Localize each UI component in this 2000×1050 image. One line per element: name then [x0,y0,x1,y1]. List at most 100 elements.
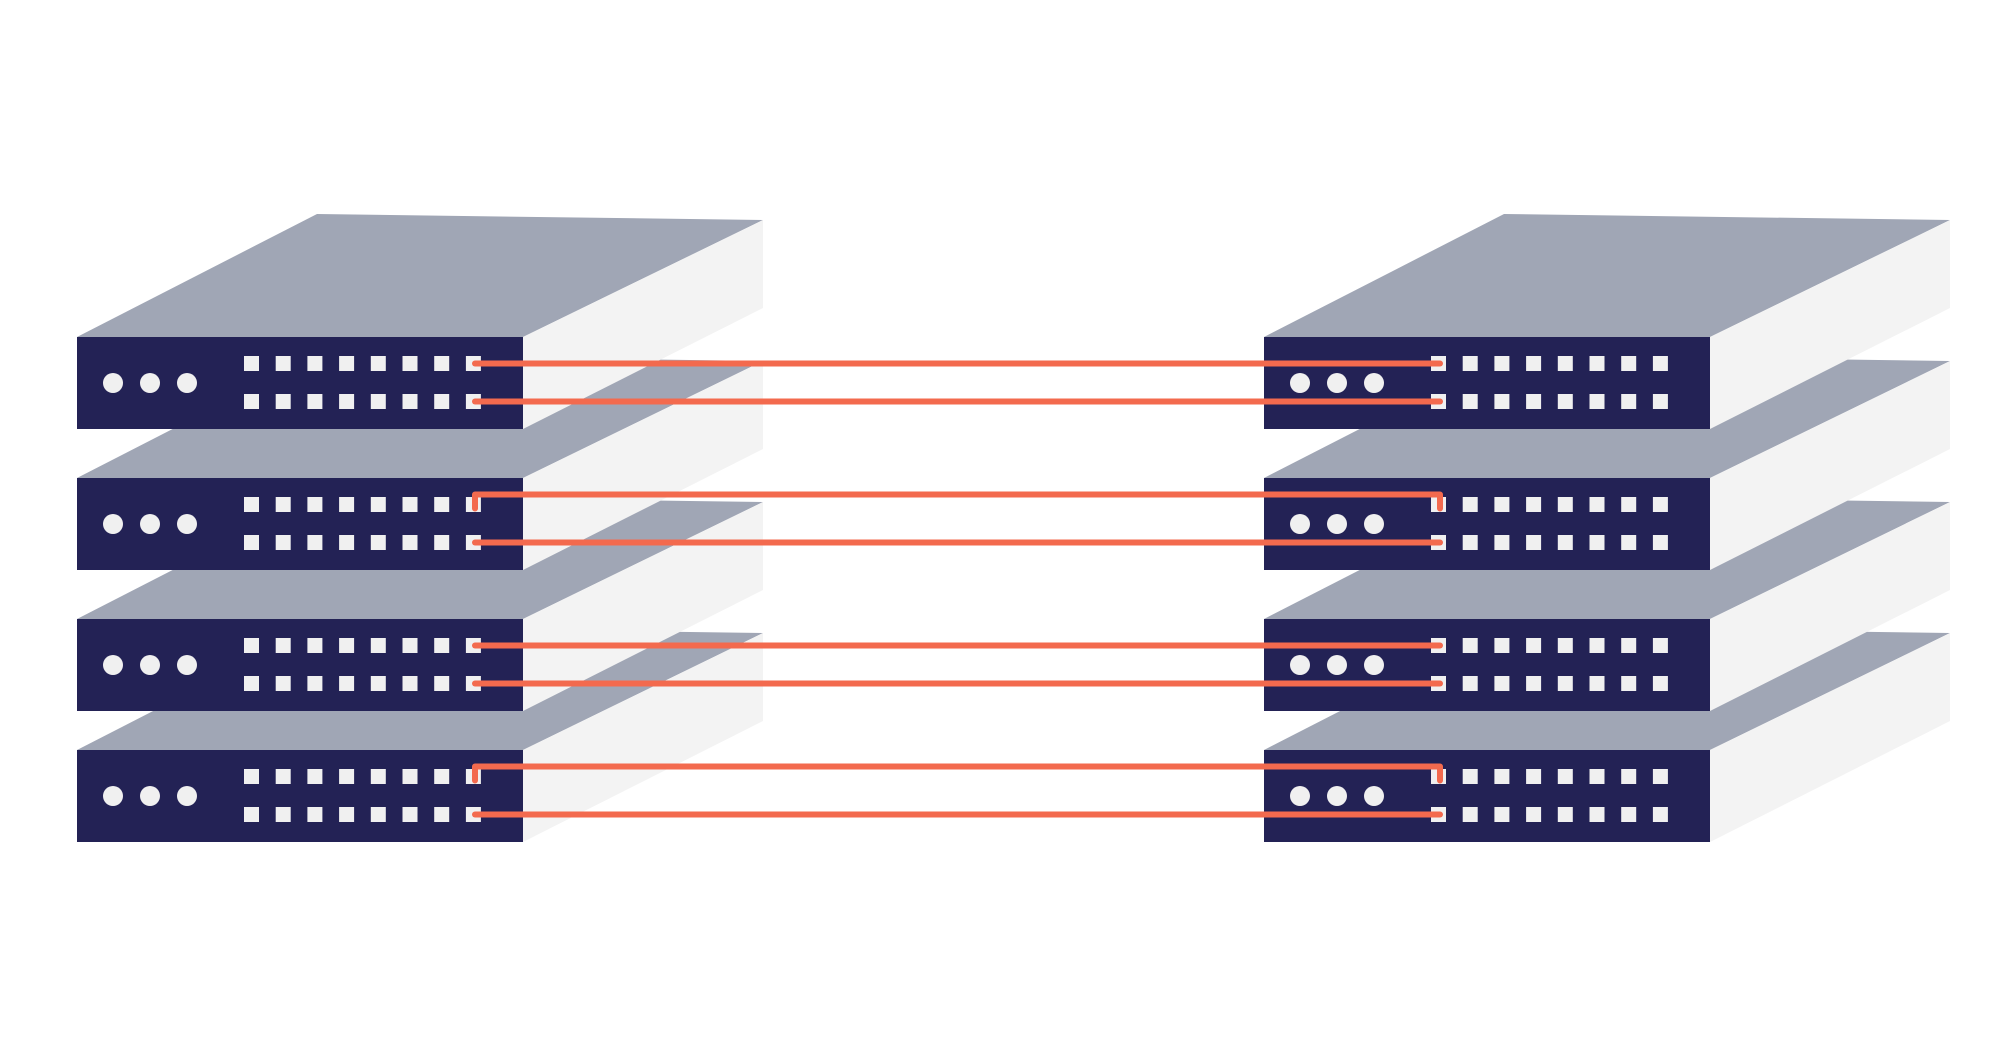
network-port-icon [1557,356,1573,371]
servers-layer [77,214,1950,842]
network-port-icon [370,638,386,653]
network-port-icon [402,394,418,409]
network-port-icon [370,497,386,512]
network-port-icon [402,356,418,371]
network-port-icon [275,769,291,784]
network-port-icon [1462,497,1478,512]
network-port-icon [244,676,259,691]
network-port-icon [1494,676,1510,691]
server-side-face [523,361,763,570]
status-led-icon [103,373,123,393]
status-led-icon [103,514,123,534]
network-port-icon [1652,807,1668,822]
network-port-icon [434,394,450,409]
status-led-icon [1364,786,1384,806]
network-port-icon [1621,807,1637,822]
network-port-icon [1494,638,1510,653]
network-port-icon [1589,676,1605,691]
status-led-icon [140,786,160,806]
network-port-icon [1526,356,1542,371]
network-port-icon [434,769,450,784]
status-led-icon [1327,514,1347,534]
network-port-icon [1652,535,1668,550]
network-port-icon [370,535,386,550]
network-port-icon [434,676,450,691]
network-port-icon [1526,638,1542,653]
server-side-face [1710,220,1950,429]
network-port-icon [370,769,386,784]
status-led-icon [140,514,160,534]
network-port-icon [1621,394,1637,409]
network-port-icon [434,535,450,550]
network-port-icon [275,356,291,371]
network-port-icon [1462,394,1478,409]
network-port-icon [1652,497,1668,512]
network-port-icon [402,769,418,784]
server-side-face [1710,633,1950,842]
status-led-icon [140,655,160,675]
network-port-icon [1526,676,1542,691]
network-port-icon [1589,535,1605,550]
network-port-icon [1462,769,1478,784]
network-port-icon [1494,356,1510,371]
network-port-icon [1621,497,1637,512]
network-port-icon [1557,638,1573,653]
network-port-icon [1494,497,1510,512]
network-port-icon [1589,394,1605,409]
network-port-icon [307,807,323,822]
network-port-icon [1621,676,1637,691]
network-port-icon [339,394,355,409]
status-led-icon [103,786,123,806]
status-led-icon [103,655,123,675]
network-port-icon [307,638,323,653]
network-port-icon [1557,394,1573,409]
network-port-icon [402,638,418,653]
network-port-icon [402,497,418,512]
network-port-icon [1652,356,1668,371]
network-port-icon [1589,638,1605,653]
server-side-face [523,502,763,711]
network-port-icon [1462,638,1478,653]
network-port-icon [370,356,386,371]
network-port-icon [1557,807,1573,822]
network-port-icon [1462,356,1478,371]
status-led-icon [140,373,160,393]
network-port-icon [1462,807,1478,822]
right-rack [1264,214,1950,842]
network-port-icon [307,394,323,409]
cable-line [472,763,1443,784]
status-led-icon [1364,655,1384,675]
status-led-icon [1364,373,1384,393]
network-port-icon [244,394,259,409]
network-port-icon [1526,535,1542,550]
status-led-icon [1327,786,1347,806]
network-port-icon [1526,497,1542,512]
network-port-icon [1652,769,1668,784]
network-port-icon [1557,769,1573,784]
network-port-icon [370,676,386,691]
network-port-icon [434,807,450,822]
network-port-icon [1652,638,1668,653]
network-port-icon [275,497,291,512]
network-port-icon [402,807,418,822]
network-port-icon [1557,676,1573,691]
network-port-icon [1462,535,1478,550]
network-port-icon [244,807,259,822]
cables-layer [472,360,1443,818]
network-port-icon [1589,497,1605,512]
network-port-icon [1526,394,1542,409]
network-port-icon [339,497,355,512]
status-led-icon [1364,514,1384,534]
server-unit-icon [77,214,763,429]
status-led-icon [177,373,197,393]
network-port-icon [1494,394,1510,409]
network-port-icon [307,535,323,550]
network-cable [472,763,1443,784]
network-port-icon [275,394,291,409]
network-port-icon [1589,356,1605,371]
status-led-icon [177,514,197,534]
network-port-icon [339,356,355,371]
network-port-icon [1621,638,1637,653]
network-port-icon [307,769,323,784]
network-cable [472,491,1443,512]
